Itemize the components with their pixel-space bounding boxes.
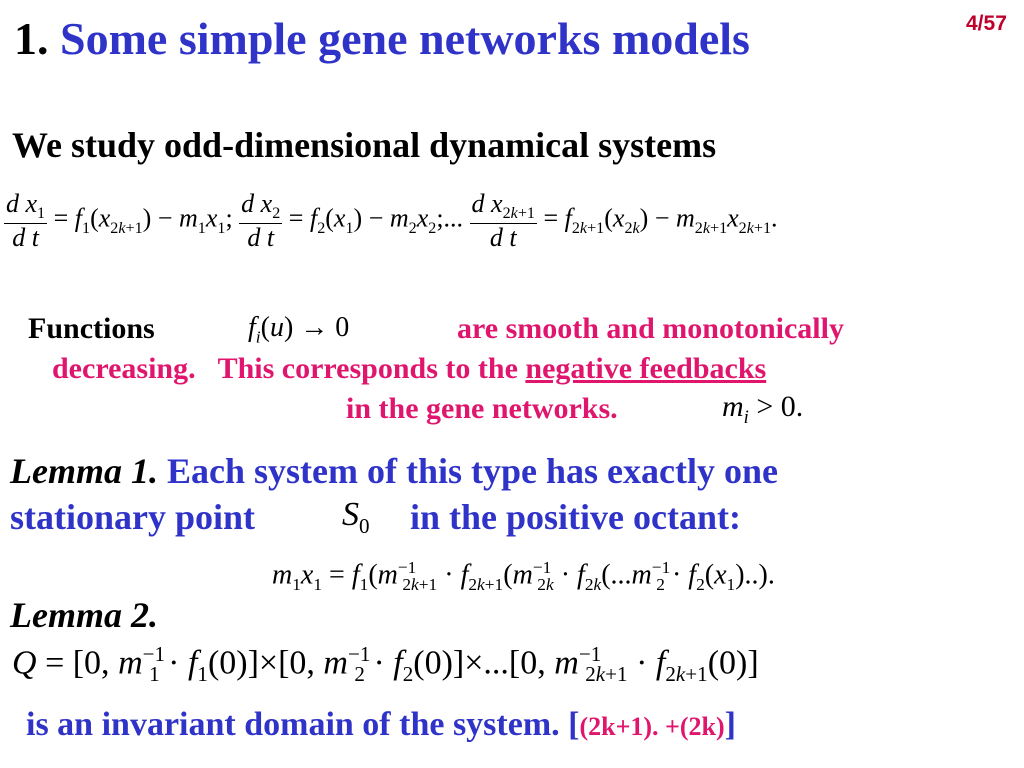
lemma2-conclusion: is an invariant domain of the system. [(… [26, 706, 736, 744]
functions-text-gene: in the gene networks. [346, 392, 618, 425]
bracket-close: ] [724, 706, 736, 743]
text-decreasing: decreasing. [52, 352, 196, 385]
page-counter: 4/57 [966, 12, 1007, 35]
functions-label: Functions [28, 312, 155, 345]
slide-title: 1. Some simple gene networks models [14, 12, 750, 65]
formula-mi-positive: mi > 0. [722, 390, 804, 428]
formula-fi-to-zero: fi(u) → 0 [248, 312, 350, 347]
stationary-point-equation: m1x1 = f1(m−12k+1 · f2k+1(m−12k · f2k(..… [272, 558, 775, 594]
lemma1-text1: Each system of this type has exactly one [166, 451, 778, 491]
stationary-point-symbol: S0 [342, 496, 370, 538]
invariant-domain-formula: Q = [0, m−11 · f1(0)]×[0, m−12 · f2(0)]×… [12, 642, 759, 687]
title-text: Some simple gene networks models [60, 13, 750, 64]
title-number: 1. [14, 13, 49, 64]
lemma2-domain-text: is an invariant domain of the system. [26, 706, 560, 743]
lemma1-line1: Lemma 1. Each system of this type has ex… [10, 450, 778, 492]
negative-feedbacks-link: negative feedbacks [525, 352, 767, 385]
functions-text-smooth: are smooth and monotonically [457, 312, 844, 345]
lemma2-title: Lemma 2. [10, 595, 158, 635]
lemma1-text2b: in the positive octant: [410, 497, 741, 537]
intro-line: We study odd-dimensional dynamical syste… [12, 125, 717, 165]
bracket-note: (2k+1). +(2k) [579, 712, 725, 741]
text-corresponds: This corresponds to the [217, 352, 518, 385]
functions-text-line2: decreasing. This corresponds to the nega… [52, 352, 766, 386]
lemma1-text2a: stationary point [10, 497, 256, 537]
bracket-open: [ [568, 706, 580, 743]
lemma1-title: Lemma 1. [10, 451, 158, 491]
